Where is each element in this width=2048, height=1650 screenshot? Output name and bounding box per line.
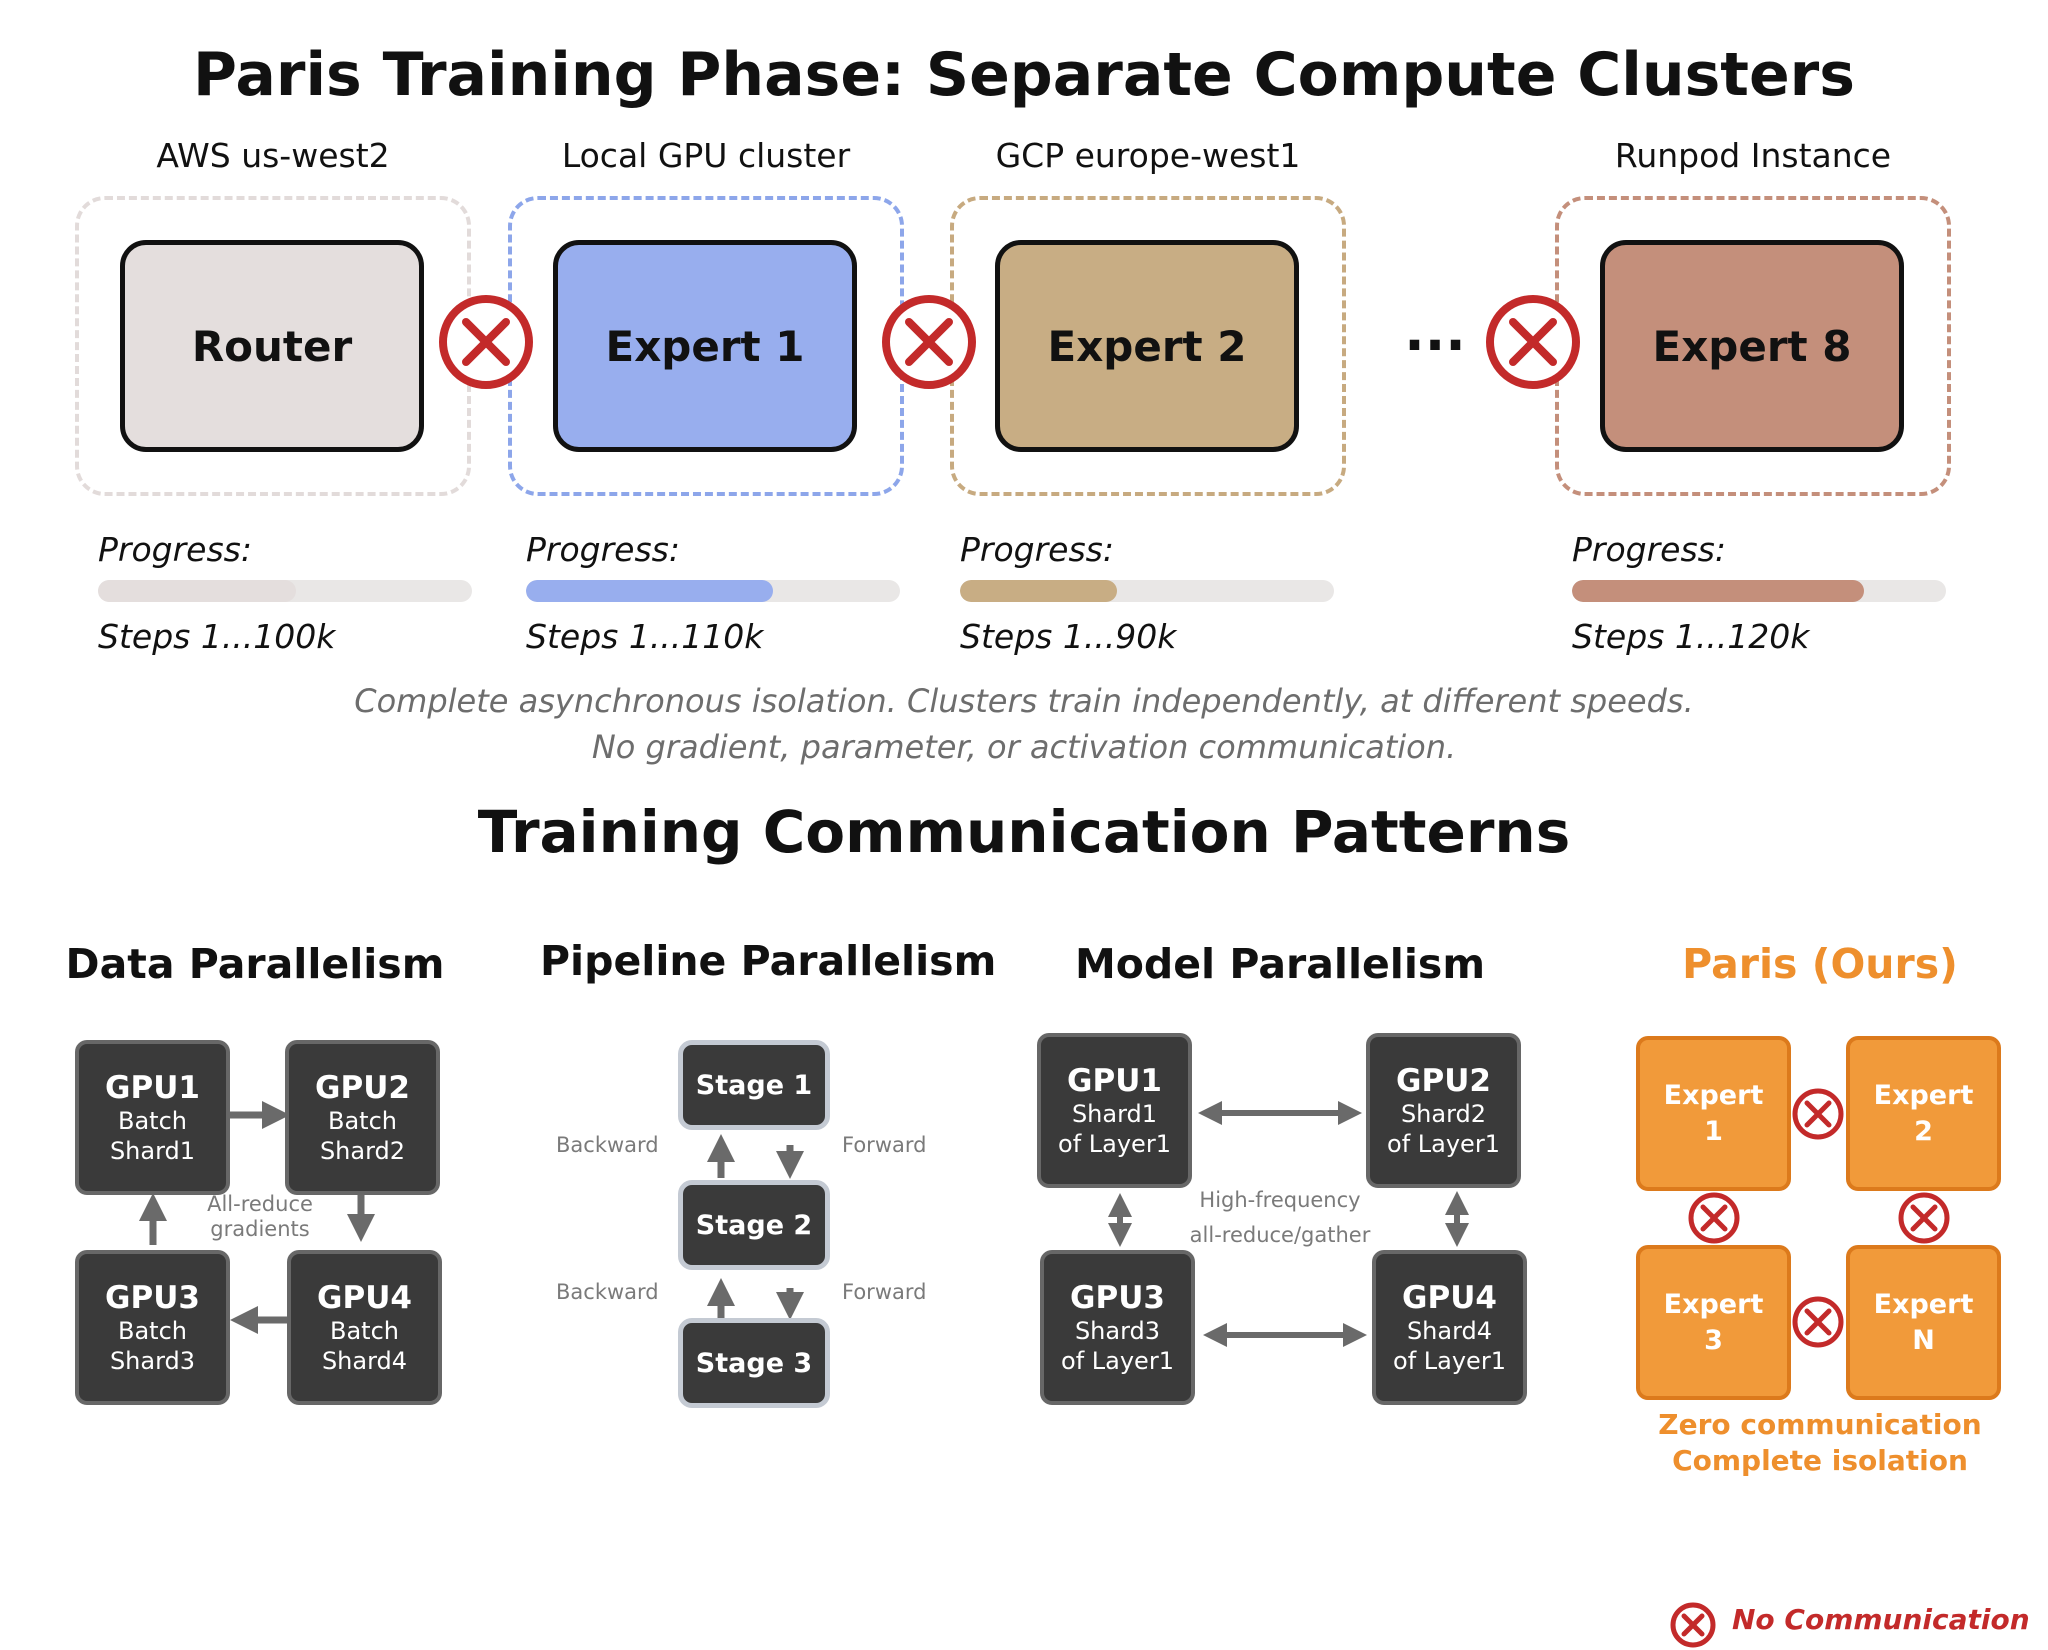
gpu-name: GPU3	[1070, 1279, 1165, 1316]
backward-label: Backward	[556, 1280, 659, 1304]
no-communication-icon	[439, 295, 533, 389]
isolation-note-line1: Complete asynchronous isolation. Cluster…	[354, 682, 1694, 720]
paris-expert-n: Expert N	[1846, 1245, 2001, 1400]
paris-expert-2: Expert 2	[1846, 1036, 2001, 1191]
router-node: Router	[120, 240, 424, 452]
gpu-name: GPU4	[317, 1279, 412, 1316]
cluster-label-aws: AWS us-west2	[156, 136, 390, 175]
gpu-shard: Batch Shard1	[109, 1106, 196, 1165]
gpu-shard: Shard1 of Layer1	[1058, 1099, 1171, 1158]
gpu-shard: Shard2 of Layer1	[1387, 1099, 1500, 1158]
mp-gpu2: GPU2 Shard2 of Layer1	[1366, 1033, 1521, 1188]
ellipsis: ...	[1404, 300, 1466, 363]
steps-local-gpu: Steps 1...110k	[526, 617, 764, 656]
progress-track-gcp	[960, 580, 1334, 602]
gpu-shard: Batch Shard2	[319, 1106, 406, 1165]
paris-title: Paris (Ours)	[1682, 940, 1958, 988]
no-communication-icon	[1792, 1296, 1844, 1348]
isolation-note-line2: No gradient, parameter, or activation co…	[591, 728, 1457, 766]
progress-fill-gcp	[960, 580, 1118, 602]
forward-label: Forward	[842, 1133, 927, 1157]
paris-expert-3: Expert 3	[1636, 1245, 1791, 1400]
no-communication-icon	[1486, 295, 1580, 389]
cluster-label-runpod: Runpod Instance	[1614, 136, 1892, 175]
data-parallelism-title: Data Parallelism	[65, 940, 445, 988]
progress-label: Progress:	[98, 530, 252, 569]
gpu-name: GPU1	[1067, 1062, 1162, 1099]
no-communication-icon	[1688, 1192, 1740, 1244]
gpu-name: GPU3	[105, 1279, 200, 1316]
backward-label: Backward	[556, 1133, 659, 1157]
all-reduce-gather-label: all-reduce/gather	[1189, 1223, 1371, 1247]
progress-fill-aws	[98, 580, 297, 602]
expert-2-node: Expert 2	[995, 240, 1299, 452]
all-reduce-label: All-reduce gradients	[207, 1192, 313, 1241]
mp-gpu4: GPU4 Shard4 of Layer1	[1372, 1250, 1527, 1405]
zero-communication-label: Zero communication	[1658, 1408, 1982, 1441]
page-title: Paris Training Phase: Separate Compute C…	[193, 40, 1855, 110]
gpu-name: GPU2	[1396, 1062, 1491, 1099]
progress-track-runpod	[1572, 580, 1946, 602]
high-frequency-label: High-frequency	[1199, 1188, 1361, 1212]
gpu-shard: Batch Shard3	[109, 1316, 196, 1375]
model-parallelism-title: Model Parallelism	[1074, 940, 1486, 988]
gpu-shard: Shard3 of Layer1	[1061, 1316, 1174, 1375]
cluster-label-gcp: GCP europe-west1	[995, 136, 1301, 175]
progress-track-local-gpu	[526, 580, 900, 602]
stage-2: Stage 2	[678, 1180, 830, 1270]
stage-3: Stage 3	[678, 1318, 830, 1408]
no-communication-icon	[1792, 1088, 1844, 1140]
section-title: Training Communication Patterns	[477, 798, 1571, 866]
legend-x-icon	[1670, 1602, 1716, 1648]
dp-gpu2: GPU2 Batch Shard2	[285, 1040, 440, 1195]
mp-gpu1: GPU1 Shard1 of Layer1	[1037, 1033, 1192, 1188]
paris-expert-1: Expert 1	[1636, 1036, 1791, 1191]
dp-gpu4: GPU4 Batch Shard4	[287, 1250, 442, 1405]
stage-1: Stage 1	[678, 1040, 830, 1130]
pipeline-parallelism-title: Pipeline Parallelism	[540, 937, 997, 985]
gpu-name: GPU4	[1402, 1279, 1497, 1316]
gpu-shard: Shard4 of Layer1	[1393, 1316, 1506, 1375]
no-communication-icon	[1898, 1192, 1950, 1244]
progress-label: Progress:	[960, 530, 1114, 569]
steps-runpod: Steps 1...120k	[1572, 617, 1810, 656]
legend-label: No Communication	[1732, 1603, 2030, 1636]
progress-fill-local-gpu	[526, 580, 773, 602]
dp-gpu3: GPU3 Batch Shard3	[75, 1250, 230, 1405]
mp-gpu3: GPU3 Shard3 of Layer1	[1040, 1250, 1195, 1405]
dp-gpu1: GPU1 Batch Shard1	[75, 1040, 230, 1195]
progress-track-aws	[98, 580, 472, 602]
progress-fill-runpod	[1572, 580, 1864, 602]
forward-label: Forward	[842, 1280, 927, 1304]
progress-label: Progress:	[526, 530, 680, 569]
steps-gcp: Steps 1...90k	[960, 617, 1177, 656]
cluster-label-local-gpu: Local GPU cluster	[561, 136, 851, 175]
gpu-name: GPU1	[105, 1069, 200, 1106]
gpu-shard: Batch Shard4	[321, 1316, 408, 1375]
no-communication-icon	[882, 295, 976, 389]
expert-1-node: Expert 1	[553, 240, 857, 452]
complete-isolation-label: Complete isolation	[1672, 1444, 1968, 1477]
progress-label: Progress:	[1572, 530, 1726, 569]
gpu-name: GPU2	[315, 1069, 410, 1106]
steps-aws: Steps 1...100k	[98, 617, 336, 656]
expert-8-node: Expert 8	[1600, 240, 1904, 452]
